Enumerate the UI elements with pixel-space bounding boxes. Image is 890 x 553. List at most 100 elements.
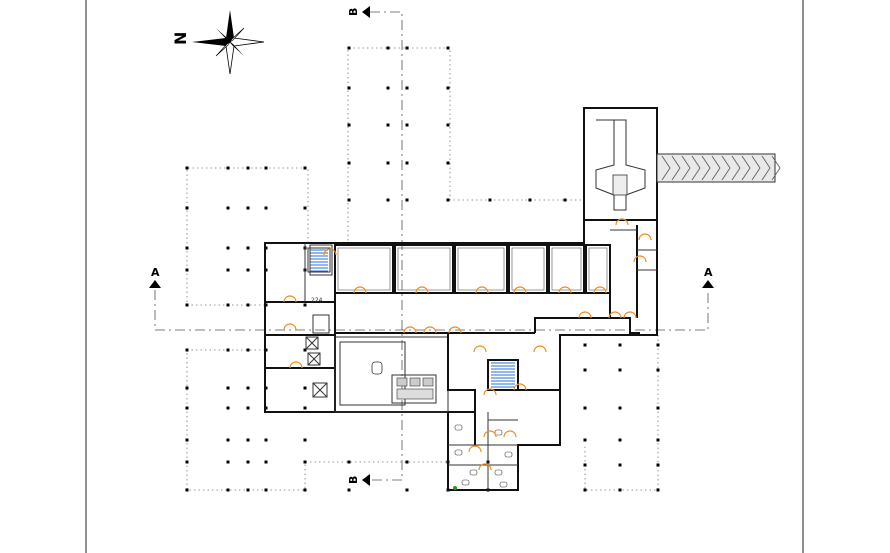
column-dot bbox=[656, 368, 660, 372]
column-dot bbox=[405, 460, 409, 464]
column-dot bbox=[618, 463, 622, 467]
grid-outline-west-bottom bbox=[186, 349, 448, 491]
door-swing bbox=[415, 286, 429, 294]
wc-fixture bbox=[454, 449, 463, 456]
column-dot bbox=[185, 460, 189, 464]
section-a-label-left: A bbox=[151, 266, 160, 279]
bridge-chevron bbox=[771, 155, 781, 181]
column-dot bbox=[185, 488, 189, 492]
column-dot bbox=[185, 348, 189, 352]
west-stair bbox=[307, 247, 331, 273]
column-dot bbox=[246, 166, 250, 170]
section-line-a bbox=[154, 290, 709, 331]
column-dot bbox=[303, 348, 307, 352]
column-dot bbox=[446, 198, 450, 202]
ne-tower-ramp bbox=[595, 119, 646, 211]
column-dot bbox=[303, 438, 307, 442]
bridge-chevron bbox=[701, 155, 711, 181]
room-inner-outline bbox=[337, 247, 391, 291]
door-swing bbox=[468, 445, 482, 453]
column-dot bbox=[264, 460, 268, 464]
fire-point bbox=[453, 486, 457, 490]
west-shaft bbox=[312, 382, 328, 398]
lecture-stand-desk bbox=[396, 388, 434, 400]
column-dot bbox=[488, 198, 492, 202]
door-swing bbox=[533, 345, 547, 353]
door-swing bbox=[633, 255, 647, 263]
column-dot bbox=[583, 488, 587, 492]
column-dot bbox=[656, 406, 660, 410]
bridge-chevron bbox=[661, 155, 671, 181]
lecture-stand-seat-3 bbox=[422, 377, 434, 387]
wc-fixture bbox=[494, 429, 503, 436]
column-dot bbox=[226, 348, 230, 352]
column-dot bbox=[563, 198, 567, 202]
room-north-6 bbox=[585, 244, 611, 294]
door-swing bbox=[623, 311, 637, 319]
column-dot bbox=[347, 198, 351, 202]
column-dot bbox=[618, 368, 622, 372]
column-dot bbox=[226, 303, 230, 307]
column-dot bbox=[246, 488, 250, 492]
lecture-stand-seat-1 bbox=[396, 377, 408, 387]
column-dot bbox=[583, 368, 587, 372]
column-dot bbox=[246, 303, 250, 307]
door-swing bbox=[473, 345, 487, 353]
bridge-chevron bbox=[731, 155, 741, 181]
west-block bbox=[264, 242, 336, 413]
bridge-chevron bbox=[721, 155, 731, 181]
column-dot bbox=[226, 386, 230, 390]
column-dot bbox=[246, 268, 250, 272]
column-dot bbox=[656, 488, 660, 492]
column-dot bbox=[185, 268, 189, 272]
bridge-chevron bbox=[691, 155, 701, 181]
column-dot bbox=[528, 198, 532, 202]
column-dot bbox=[405, 86, 409, 90]
ne-tower-core bbox=[612, 174, 628, 196]
column-dot bbox=[583, 343, 587, 347]
hall-fixture bbox=[371, 361, 383, 375]
room-north-1 bbox=[334, 244, 394, 294]
door-swing bbox=[289, 361, 303, 369]
column-dot bbox=[405, 123, 409, 127]
column-dot bbox=[185, 386, 189, 390]
north-label: N bbox=[171, 32, 190, 45]
room-north-2 bbox=[394, 244, 454, 294]
column-dot bbox=[303, 406, 307, 410]
west-stair-treads bbox=[310, 249, 328, 272]
door-swing bbox=[593, 286, 607, 294]
section-arrow-icon bbox=[362, 474, 370, 486]
bridge-chevron bbox=[741, 155, 751, 181]
column-dot bbox=[446, 86, 450, 90]
door-swing bbox=[283, 323, 297, 331]
column-dot bbox=[246, 406, 250, 410]
column-dot bbox=[405, 161, 409, 165]
column-dot bbox=[386, 161, 390, 165]
column-dot bbox=[226, 406, 230, 410]
column-dot bbox=[185, 206, 189, 210]
corridor-south-wall-2 bbox=[534, 317, 640, 334]
lecture-stand-seat-2 bbox=[409, 377, 421, 387]
central-core bbox=[447, 333, 476, 413]
column-dot bbox=[405, 46, 409, 50]
column-dot bbox=[264, 166, 268, 170]
column-grid bbox=[185, 46, 660, 492]
door-swing bbox=[513, 286, 527, 294]
compass-rose-icon bbox=[192, 10, 265, 75]
column-dot bbox=[264, 206, 268, 210]
column-dot bbox=[386, 86, 390, 90]
column-dot bbox=[246, 206, 250, 210]
column-dot bbox=[347, 86, 351, 90]
wc-fixture bbox=[504, 451, 513, 458]
column-dot bbox=[246, 246, 250, 250]
wc-fixture bbox=[461, 479, 470, 486]
grid-outline-east bbox=[584, 335, 659, 491]
section-arrow-icon bbox=[149, 280, 161, 288]
column-dot bbox=[618, 343, 622, 347]
column-dot bbox=[618, 438, 622, 442]
core-stair bbox=[487, 359, 519, 391]
bridge-chevron bbox=[681, 155, 691, 181]
column-dot bbox=[656, 343, 660, 347]
column-dot bbox=[226, 438, 230, 442]
